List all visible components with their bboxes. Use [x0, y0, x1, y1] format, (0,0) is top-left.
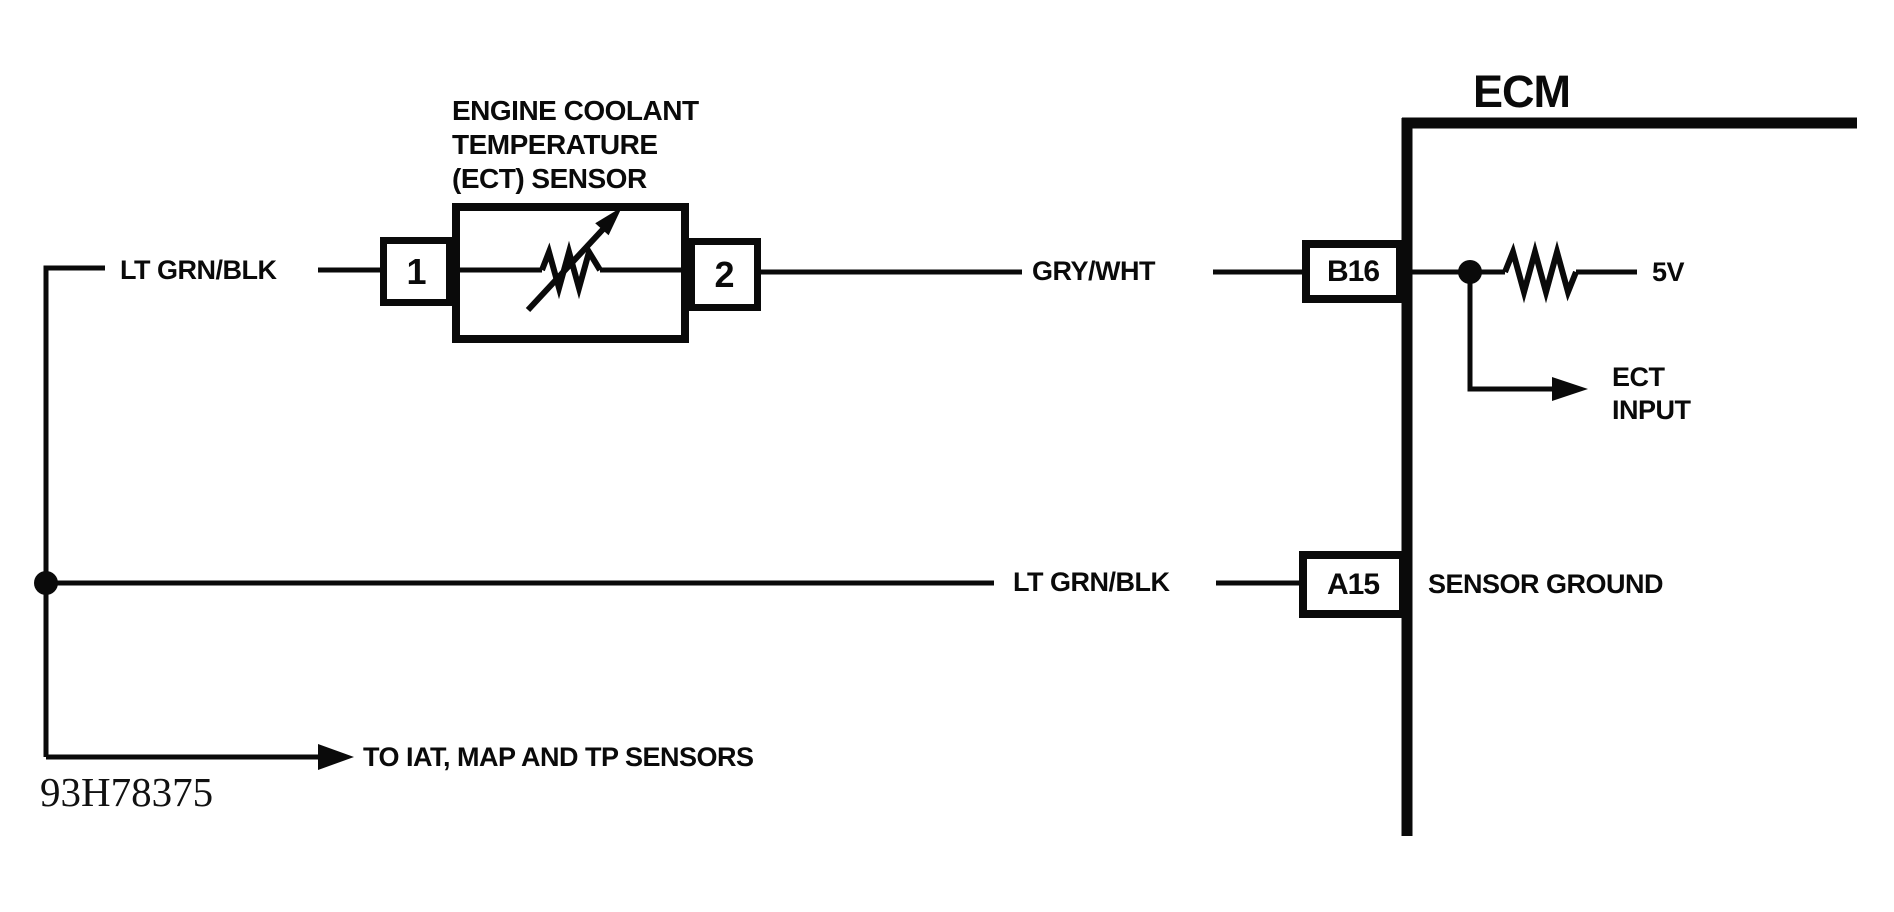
- lower-wire-color-label: LT GRN/BLK: [1013, 567, 1170, 597]
- ecm-title: ECM: [1473, 66, 1571, 117]
- figure-id: 93H78375: [40, 769, 214, 815]
- ecm-pin-b16-label: B16: [1326, 254, 1380, 288]
- ect-sensor-title-line2: TEMPERATURE: [452, 129, 658, 160]
- sensor-pin1-label: 1: [406, 250, 427, 292]
- ect-input-arrow: [1467, 280, 1588, 401]
- left-rail-wire: [43, 265, 105, 757]
- ect-sensor-title-line3: (ECT) SENSOR: [452, 163, 647, 194]
- right-wire-color-label: GRY/WHT: [1032, 256, 1155, 286]
- sensor-pin2-label: 2: [714, 253, 735, 295]
- sensor-ground-label: SENSOR GROUND: [1428, 569, 1664, 599]
- ect-input-label: ECT INPUT: [1612, 362, 1691, 425]
- ecm-boundary-line: [1401, 117, 1857, 836]
- ect-sensor-title-line1: ENGINE COOLANT: [452, 95, 699, 126]
- b16-junction-dot: [1458, 260, 1482, 284]
- upper-wire-color-label: LT GRN/BLK: [120, 255, 277, 285]
- branch-note-label: TO IAT, MAP AND TP SENSORS: [363, 742, 754, 772]
- ecm-pin-a15-label: A15: [1326, 567, 1380, 601]
- ect-sensor-box: [452, 203, 689, 343]
- ect-sensor-title: ENGINE COOLANT TEMPERATURE (ECT) SENSOR: [452, 94, 699, 196]
- variable-resistor-icon: [459, 207, 682, 313]
- ecm-pin-b16-box: B16: [1302, 240, 1404, 303]
- sensor-pin1-box: 1: [380, 237, 453, 306]
- sensor-pin2-box: 2: [688, 238, 761, 311]
- pullup-voltage-label: 5V: [1652, 257, 1685, 287]
- pullup-resistor-icon: [1412, 240, 1637, 304]
- to-other-sensors-arrow: [46, 744, 354, 770]
- ecm-pin-a15-box: A15: [1299, 551, 1407, 618]
- ground-junction-dot: [34, 571, 58, 595]
